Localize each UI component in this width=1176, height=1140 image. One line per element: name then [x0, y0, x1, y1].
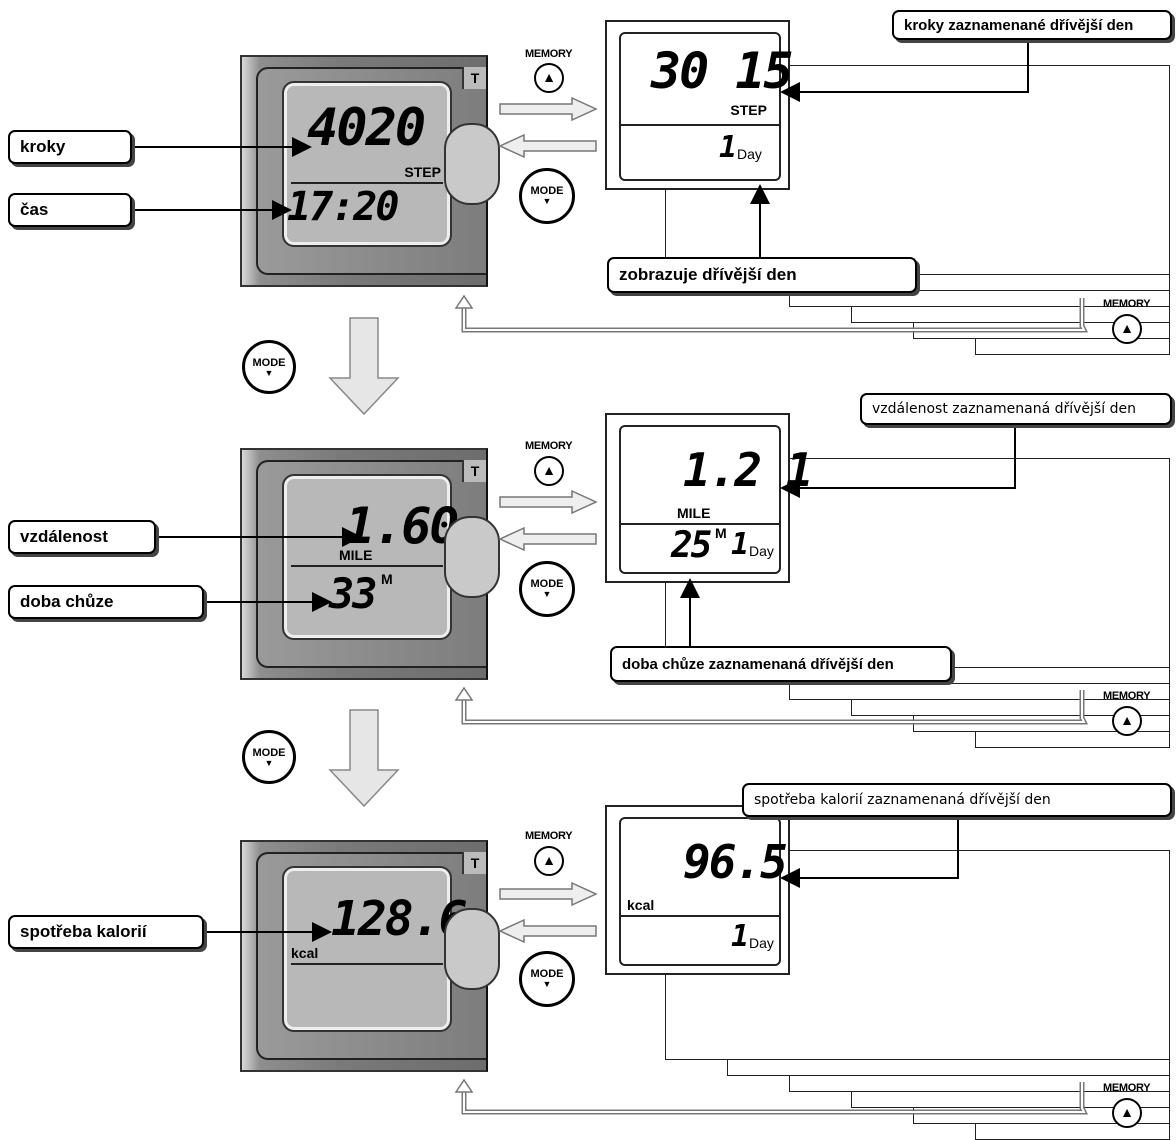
callout-walking-time: doba chůze — [8, 585, 204, 619]
mode-button[interactable]: MODE▼ — [519, 168, 575, 224]
previous-main-value: 30 15 — [651, 42, 794, 100]
device-side-button[interactable] — [444, 908, 500, 990]
previous-day-label: Day — [737, 146, 762, 162]
previous-sub-unit: M — [715, 525, 727, 541]
previous-main-value: 96.5 — [683, 835, 788, 889]
pedometer-device: 1.60 MILE 33 M T — [240, 448, 500, 680]
mode-button[interactable]: MODE▼ — [519, 951, 575, 1007]
previous-day-display: 96.5 kcal 1 Day — [605, 805, 790, 975]
memory-button[interactable]: ▲ — [1112, 314, 1142, 344]
memory-label: MEMORY — [1103, 298, 1151, 310]
mode-button[interactable]: MODE▼ — [519, 561, 575, 617]
lcd-divider — [291, 565, 443, 567]
triangle-up-icon: ▲ — [542, 852, 556, 868]
callout-calories: spotřeba kalorií — [8, 915, 204, 949]
arrow-next — [499, 96, 598, 122]
device-sub-unit: M — [381, 571, 393, 587]
callout-distance: vzdálenost — [8, 520, 156, 554]
callout-previous-walking-time: doba chůze zaznamenaná dřívější den — [610, 646, 952, 682]
previous-day-label: Day — [749, 543, 774, 559]
previous-sub-value: 25 — [671, 525, 712, 566]
device-lcd: 4020 STEP 17:20 — [282, 81, 452, 247]
arrow-next — [499, 881, 598, 907]
device-tab: T — [462, 852, 486, 874]
device-sub-value: 33 — [329, 569, 378, 618]
device-sub-value: 17:20 — [287, 184, 399, 230]
device-main-value: 4020 — [307, 98, 426, 158]
previous-unit-label: MILE — [677, 505, 711, 521]
pedometer-device: 128.6 kcal T — [240, 840, 500, 1072]
triangle-up-icon: ▲ — [542, 69, 556, 85]
triangle-up-icon: ▲ — [1120, 320, 1134, 336]
device-side-button[interactable] — [444, 123, 500, 205]
device-lcd: 128.6 kcal — [282, 866, 467, 1032]
return-arrowhead — [454, 294, 474, 309]
triangle-down-icon: ▼ — [542, 979, 552, 989]
lcd-divider — [291, 963, 443, 965]
arrow-back — [498, 526, 597, 552]
mode-button[interactable]: MODE▼ — [242, 340, 296, 394]
device-lcd: 1.60 MILE 33 M — [282, 474, 459, 640]
triangle-down-icon: ▼ — [542, 196, 552, 206]
memory-button[interactable]: ▲ — [534, 846, 564, 876]
callout-time: čas — [8, 193, 132, 227]
previous-day-display: 30 15 STEP 1 Day — [605, 20, 794, 190]
mode-button[interactable]: MODE▼ — [242, 730, 296, 784]
lcd-divider — [291, 182, 443, 184]
memory-button[interactable]: ▲ — [534, 456, 564, 486]
callout-previous-calories: spotřeba kalorií zaznamenaná dřívější de… — [742, 783, 1172, 817]
memory-label: MEMORY — [1103, 690, 1151, 702]
triangle-down-icon: ▼ — [264, 758, 274, 768]
device-main-value: 1.60 — [345, 497, 459, 555]
triangle-up-icon: ▲ — [1120, 712, 1134, 728]
callout-steps: kroky — [8, 130, 132, 164]
pedometer-device: 4020 STEP 17:20 T — [240, 55, 500, 287]
device-unit-label: MILE — [339, 547, 373, 563]
memory-label: MEMORY — [525, 48, 573, 60]
device-tab: T — [462, 460, 486, 482]
return-arrowhead — [454, 686, 474, 701]
arrow-next — [499, 489, 598, 515]
previous-main-value: 1.2 1 — [683, 443, 813, 497]
memory-label: MEMORY — [525, 830, 573, 842]
previous-day-number: 1 — [731, 919, 750, 954]
callout-show-previous-day: zobrazuje dřívější den — [607, 257, 917, 293]
memory-button[interactable]: ▲ — [1112, 706, 1142, 736]
memory-label: MEMORY — [525, 440, 573, 452]
device-side-button[interactable] — [444, 516, 500, 598]
device-unit-label: kcal — [291, 945, 319, 961]
arrow-back — [498, 918, 597, 944]
memory-button[interactable]: ▲ — [1112, 1098, 1142, 1128]
triangle-up-icon: ▲ — [1120, 1104, 1134, 1120]
previous-unit-label: kcal — [627, 897, 655, 913]
arrow-down — [328, 709, 400, 808]
arrow-back — [498, 133, 597, 159]
previous-day-number: 1 — [719, 130, 738, 165]
previous-day-display: 1.2 1 MILE 25 M 1 Day — [605, 413, 813, 583]
callout-previous-distance: vzdálenost zaznamenaná dřívější den — [860, 393, 1172, 425]
previous-day-number: 1 — [731, 527, 750, 562]
triangle-down-icon: ▼ — [264, 368, 274, 378]
previous-day-label: Day — [749, 935, 774, 951]
triangle-down-icon: ▼ — [542, 589, 552, 599]
arrow-down — [328, 317, 400, 416]
memory-label: MEMORY — [1103, 1082, 1151, 1094]
previous-unit-label: STEP — [730, 102, 767, 118]
return-arrowhead — [454, 1078, 474, 1093]
triangle-up-icon: ▲ — [542, 462, 556, 478]
device-tab: T — [462, 67, 486, 89]
memory-button[interactable]: ▲ — [534, 63, 564, 93]
callout-previous-steps: kroky zaznamenané dřívější den — [892, 10, 1172, 40]
device-unit-label: STEP — [404, 164, 441, 180]
